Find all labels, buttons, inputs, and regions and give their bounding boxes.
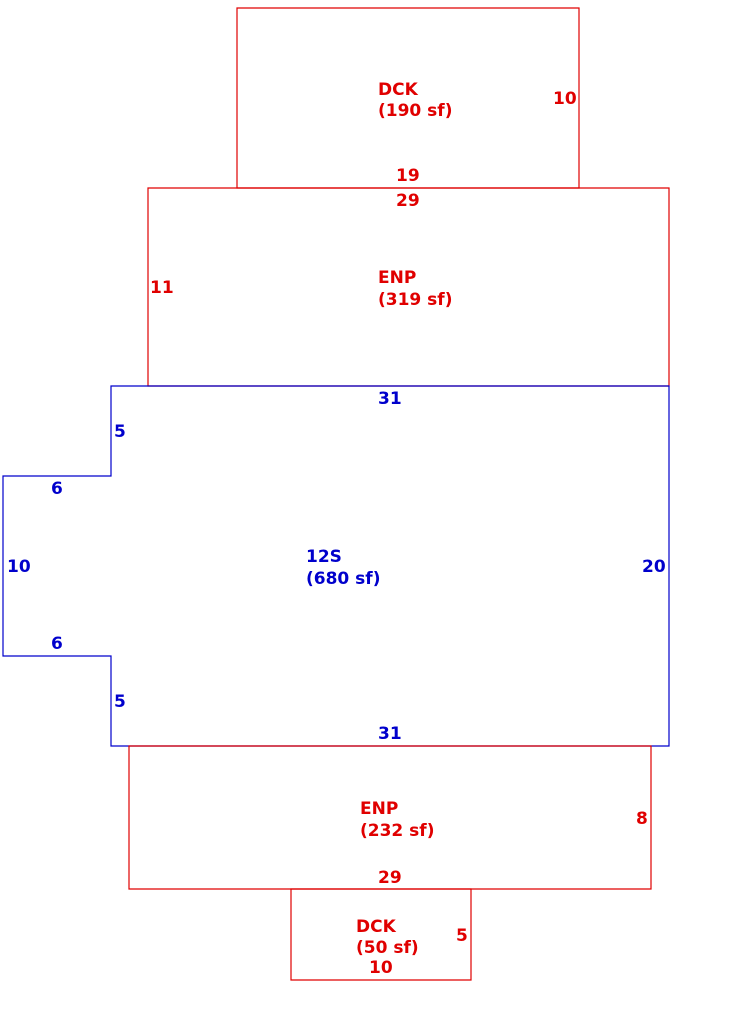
- enp-bottom-code: ENP: [360, 799, 398, 819]
- main-dim-bottom: 31: [378, 724, 402, 744]
- dck-bottom-dim-right: 5: [456, 926, 468, 946]
- main-dim-left-upper: 5: [114, 422, 126, 442]
- area-enp-bottom: ENP (232 sf) 8 29: [128, 745, 652, 890]
- enp-top-dim-left: 11: [150, 278, 174, 298]
- enp-bottom-dim-right: 8: [636, 809, 648, 829]
- main-dim-bump-bottom: 6: [51, 634, 63, 654]
- main-dim-right: 20: [642, 557, 666, 577]
- main-dim-left-lower: 5: [114, 692, 126, 712]
- dck-top-dim-bottom: 19: [396, 166, 420, 186]
- area-dck-top: DCK (190 sf) 10 19: [236, 7, 580, 189]
- enp-top-area: (319 sf): [378, 290, 452, 310]
- main-12s-area: (680 sf): [306, 569, 380, 589]
- dck-bottom-dim-bottom: 10: [369, 958, 393, 978]
- enp-bottom-outline: [128, 745, 652, 890]
- dck-bottom-area: (50 sf): [356, 938, 419, 958]
- main-dim-top: 31: [378, 389, 402, 409]
- dck-top-area: (190 sf): [378, 101, 452, 121]
- main-dim-bump-left: 10: [7, 557, 31, 577]
- dck-bottom-code: DCK: [356, 917, 397, 937]
- enp-bottom-area: (232 sf): [360, 821, 434, 841]
- dck-top-dim-right: 10: [553, 89, 577, 109]
- dck-bottom-outline: [290, 888, 472, 981]
- main-12s-code: 12S: [306, 547, 342, 567]
- dck-top-code: DCK: [378, 80, 419, 100]
- area-main-12s: 31 5 6 10 6 5 31 20 12S (680 sf): [2, 385, 670, 747]
- main-12s-outline: [2, 385, 670, 747]
- enp-top-code: ENP: [378, 268, 416, 288]
- main-dim-bump-top: 6: [51, 479, 63, 499]
- area-enp-top: 29 11 ENP (319 sf): [147, 187, 670, 387]
- area-dck-bottom: DCK (50 sf) 5 10: [290, 888, 472, 981]
- enp-bottom-dim-bottom: 29: [378, 868, 402, 888]
- enp-top-dim-top: 29: [396, 191, 420, 211]
